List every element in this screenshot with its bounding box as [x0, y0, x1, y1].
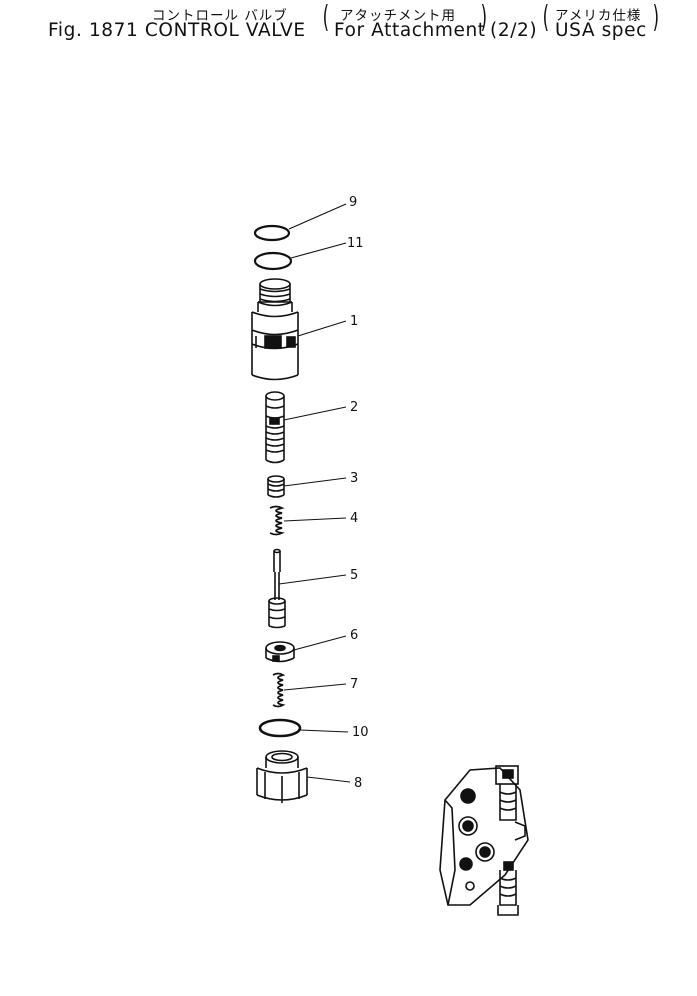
part-2-spool: [265, 391, 285, 464]
part-7-spring: [272, 672, 286, 708]
callout-6: 6: [350, 628, 358, 643]
valve-assembly-thumbnail: [439, 765, 529, 916]
part-10-o-ring: [258, 718, 302, 738]
callout-10: 10: [352, 725, 369, 740]
part-5-plunger: [268, 548, 286, 629]
callout-9: 9: [349, 195, 357, 210]
callout-8: 8: [354, 776, 362, 791]
figure-title: Fig. 1871 CONTROL VALVE: [48, 20, 306, 41]
part-8-plug: [256, 750, 308, 803]
paren-close-1: ): [480, 0, 488, 35]
part-3-retainer: [267, 475, 285, 498]
paren-open-1: (: [322, 0, 330, 35]
part-4-spring: [269, 505, 285, 536]
paren-open-2: (: [542, 0, 550, 35]
leader-lines: [278, 203, 351, 783]
figure-subtitle-attachment: For Attachment: [334, 20, 486, 41]
figure-subtitle-usa-spec: USA spec: [555, 20, 647, 41]
callout-4: 4: [350, 511, 358, 526]
callout-11: 11: [347, 236, 364, 251]
callout-5: 5: [350, 568, 358, 583]
callout-1: 1: [350, 314, 358, 329]
title-japanese: コントロール バルブ: [152, 8, 288, 24]
callout-2: 2: [350, 400, 358, 415]
part-1-valve-body: [251, 278, 299, 381]
part-11-backup-ring: [253, 251, 293, 271]
paren-close-2: ): [652, 0, 660, 35]
callout-3: 3: [350, 471, 358, 486]
title-japanese-attachment: アタッチメント用: [340, 8, 456, 24]
title-japanese-usa: アメリカ仕様: [555, 8, 642, 24]
part-9-o-ring: [253, 224, 291, 242]
figure-page-number: (2/2): [490, 20, 538, 41]
callout-7: 7: [350, 677, 358, 692]
part-6-collar: [265, 641, 295, 663]
